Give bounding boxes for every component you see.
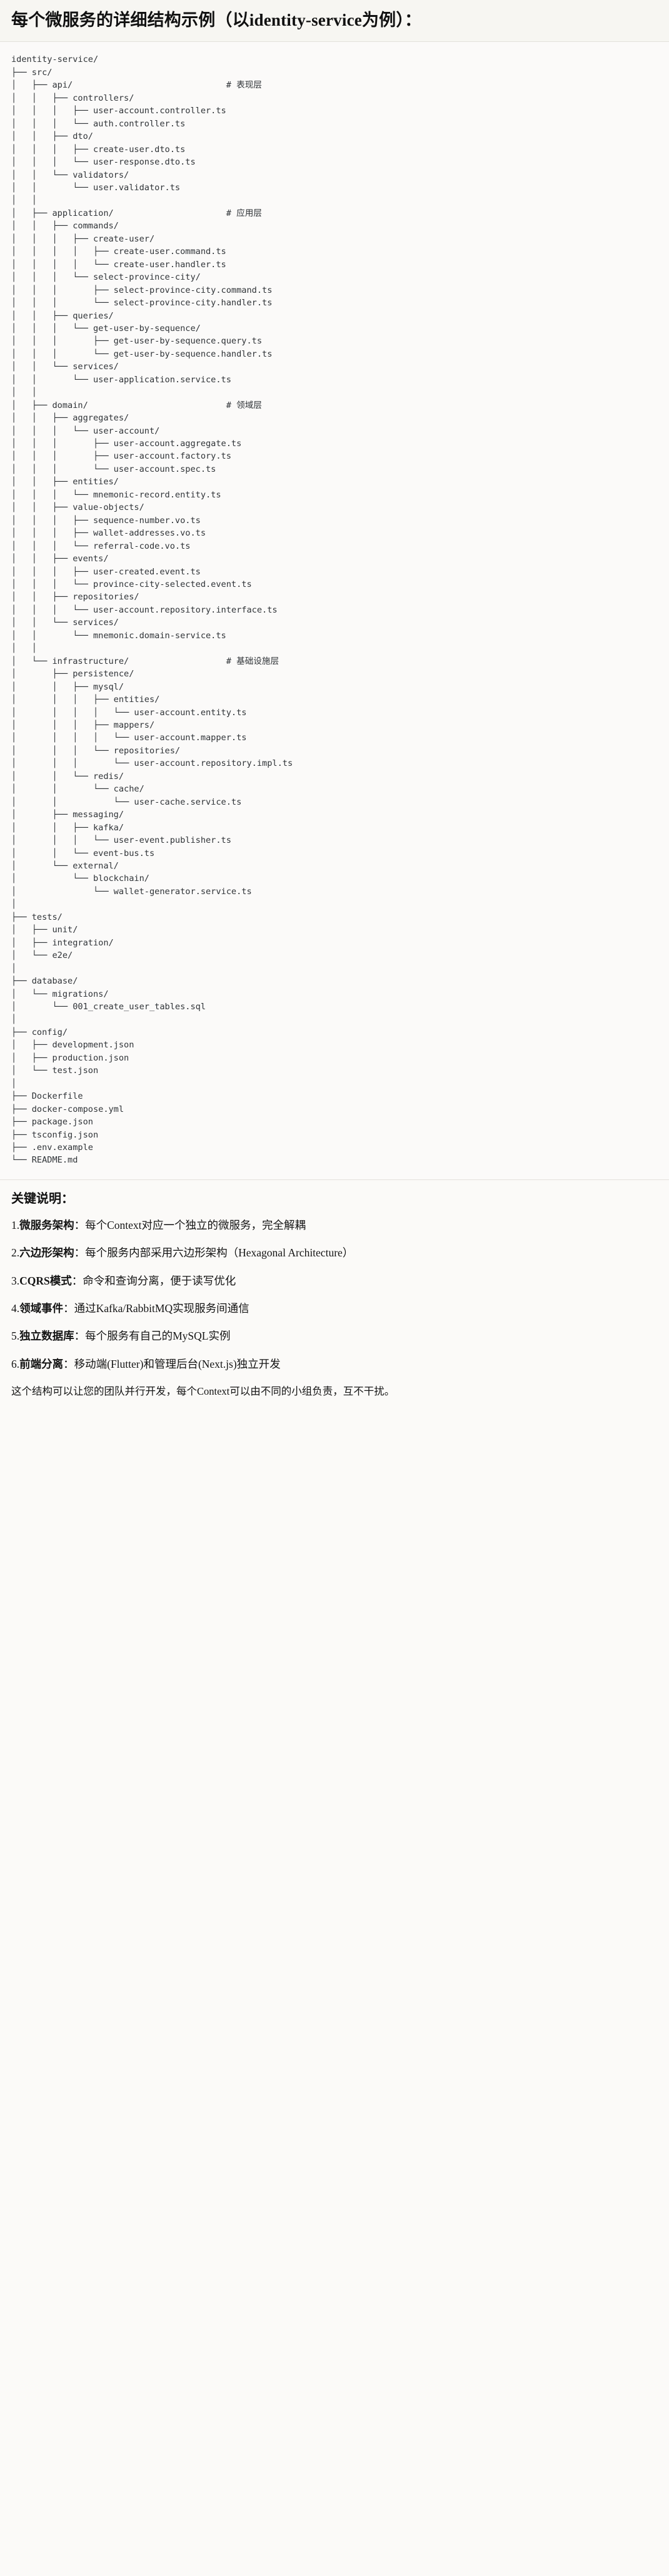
key-note-description: 命令和查询分离，便于读写优化: [83, 1274, 236, 1287]
key-note-description: 移动端(Flutter)和管理后台(Next.js)独立开发: [74, 1357, 281, 1370]
key-note-description: 通过Kafka/RabbitMQ实现服务间通信: [74, 1301, 249, 1315]
key-note-label: 微服务架构: [19, 1218, 74, 1231]
key-note-item: 5.独立数据库：每个服务有自己的MySQL实例: [11, 1328, 658, 1344]
directory-tree: identity-service/ ├── src/ │ ├── api/ # …: [11, 53, 658, 1166]
key-note-description: 每个服务内部采用六边形架构（Hexagonal Architecture）: [85, 1246, 354, 1260]
key-note-item: 6.前端分离：移动端(Flutter)和管理后台(Next.js)独立开发: [11, 1357, 658, 1372]
key-note-separator: ：: [63, 1301, 74, 1315]
page-title: 每个微服务的详细结构示例（以identity-service为例）：: [11, 11, 422, 29]
directory-tree-block: identity-service/ ├── src/ │ ├── api/ # …: [0, 42, 669, 1180]
key-note-item: 3.CQRS模式：命令和查询分离，便于读写优化: [11, 1273, 658, 1289]
key-note-label: 六边形架构: [19, 1246, 74, 1260]
key-note-description: 每个Context对应一个独立的微服务，完全解耦: [85, 1218, 306, 1231]
closing-paragraph: 这个结构可以让您的团队并行开发，每个Context可以由不同的小组负责，互不干扰…: [11, 1385, 395, 1398]
key-note-separator: ：: [74, 1218, 86, 1231]
key-note-separator: ：: [71, 1274, 83, 1287]
key-note-description: 每个服务有自己的MySQL实例: [85, 1330, 231, 1343]
key-note-item: 1.微服务架构：每个Context对应一个独立的微服务，完全解耦: [11, 1218, 658, 1233]
key-note-label: 领域事件: [19, 1301, 64, 1315]
key-note-item: 4.领域事件：通过Kafka/RabbitMQ实现服务间通信: [11, 1301, 658, 1316]
key-notes-title: 关键说明：: [11, 1191, 74, 1206]
key-note-number: 1.: [11, 1218, 20, 1231]
key-note-number: 2.: [11, 1246, 20, 1260]
header-block: 每个微服务的详细结构示例（以identity-service为例）：: [0, 0, 669, 43]
key-note-separator: ：: [63, 1357, 74, 1370]
key-note-item: 2.六边形架构：每个服务内部采用六边形架构（Hexagonal Architec…: [11, 1245, 658, 1261]
key-note-separator: ：: [74, 1246, 86, 1260]
key-note-number: 6.: [11, 1357, 20, 1370]
key-note-label: 独立数据库: [19, 1330, 74, 1343]
key-note-label: 前端分离: [19, 1357, 64, 1370]
key-note-separator: ：: [74, 1330, 86, 1343]
key-note-number: 3.: [11, 1274, 20, 1287]
key-note-number: 4.: [11, 1301, 20, 1315]
document-page: 每个微服务的详细结构示例（以identity-service为例）： ident…: [0, 0, 669, 1412]
directory-tree-text: identity-service/ ├── src/ │ ├── api/ # …: [11, 54, 293, 1166]
key-note-label: CQRS模式: [19, 1274, 72, 1287]
key-note-number: 5.: [11, 1330, 20, 1343]
